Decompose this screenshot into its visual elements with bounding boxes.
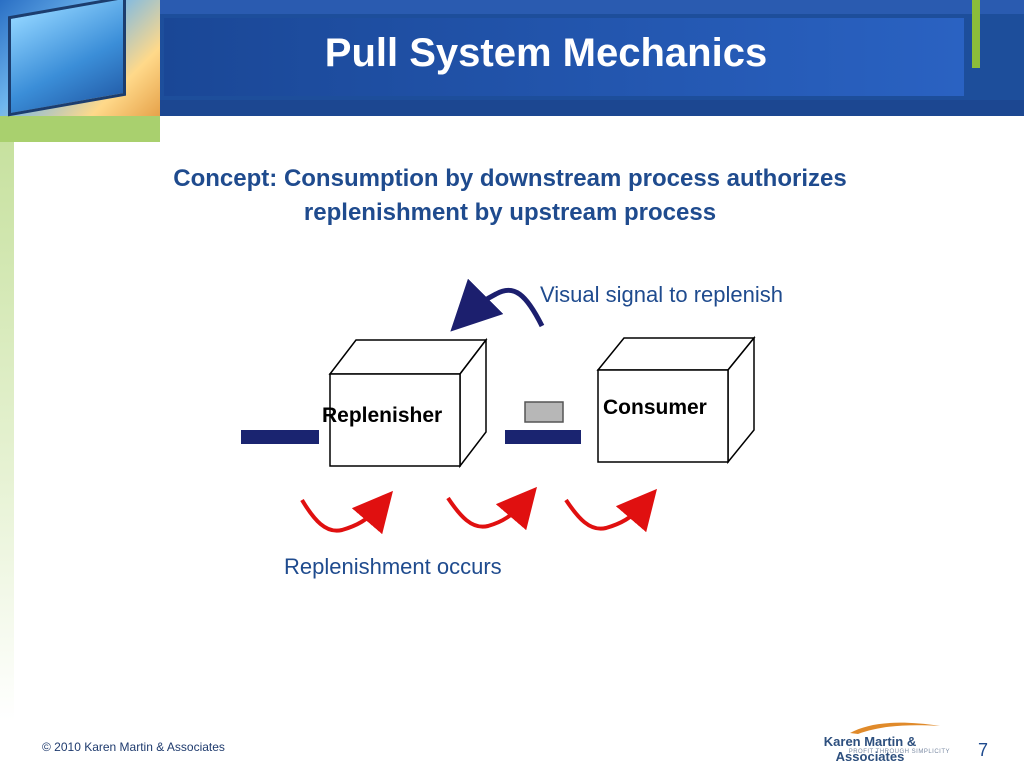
- logo-name: Karen Martin & Associates: [823, 734, 917, 764]
- page-number: 7: [978, 740, 989, 760]
- consumer-label: Consumer: [603, 396, 707, 419]
- concept-line-1: Concept: Consumption by downstream proce…: [173, 165, 847, 192]
- logo-swoosh-icon: [850, 722, 940, 734]
- replenisher-box: [328, 337, 488, 469]
- left-accent-band: [0, 116, 160, 142]
- concept-line-2: replenishment by upstream process: [303, 199, 717, 226]
- replenishment-label: Replenishment occurs: [284, 554, 502, 579]
- buffer-kanban-bar: [505, 430, 581, 444]
- concept-statement: Concept: Consumption by downstream proce…: [80, 162, 940, 230]
- copyright-text: © 2010 Karen Martin & Associates: [42, 740, 225, 754]
- monitor-photo: [0, 0, 160, 117]
- header-bottom-line: [160, 100, 1024, 116]
- header-title-bar: [164, 18, 964, 96]
- logo-tagline: PROFIT THROUGH SIMPLICITY: [848, 749, 950, 755]
- signal-arrow: [450, 278, 545, 332]
- accent-bar: [972, 0, 980, 68]
- header-stripe: [160, 0, 1024, 14]
- inbound-kanban-bar: [241, 430, 319, 444]
- page-title: Pull System Mechanics: [324, 30, 768, 75]
- replenishment-arrow-2: [446, 486, 538, 531]
- replenishment-arrow-1: [300, 490, 394, 535]
- kanban-card: [524, 401, 564, 423]
- left-side-stripe: [0, 142, 14, 722]
- consumer-box: [596, 335, 756, 465]
- signal-label: Visual signal to replenish: [540, 282, 783, 307]
- replenishment-arrow-3: [564, 488, 658, 533]
- replenisher-label: Replenisher: [322, 404, 443, 427]
- company-logo: Karen Martin & Associates PROFIT THROUGH…: [790, 720, 950, 764]
